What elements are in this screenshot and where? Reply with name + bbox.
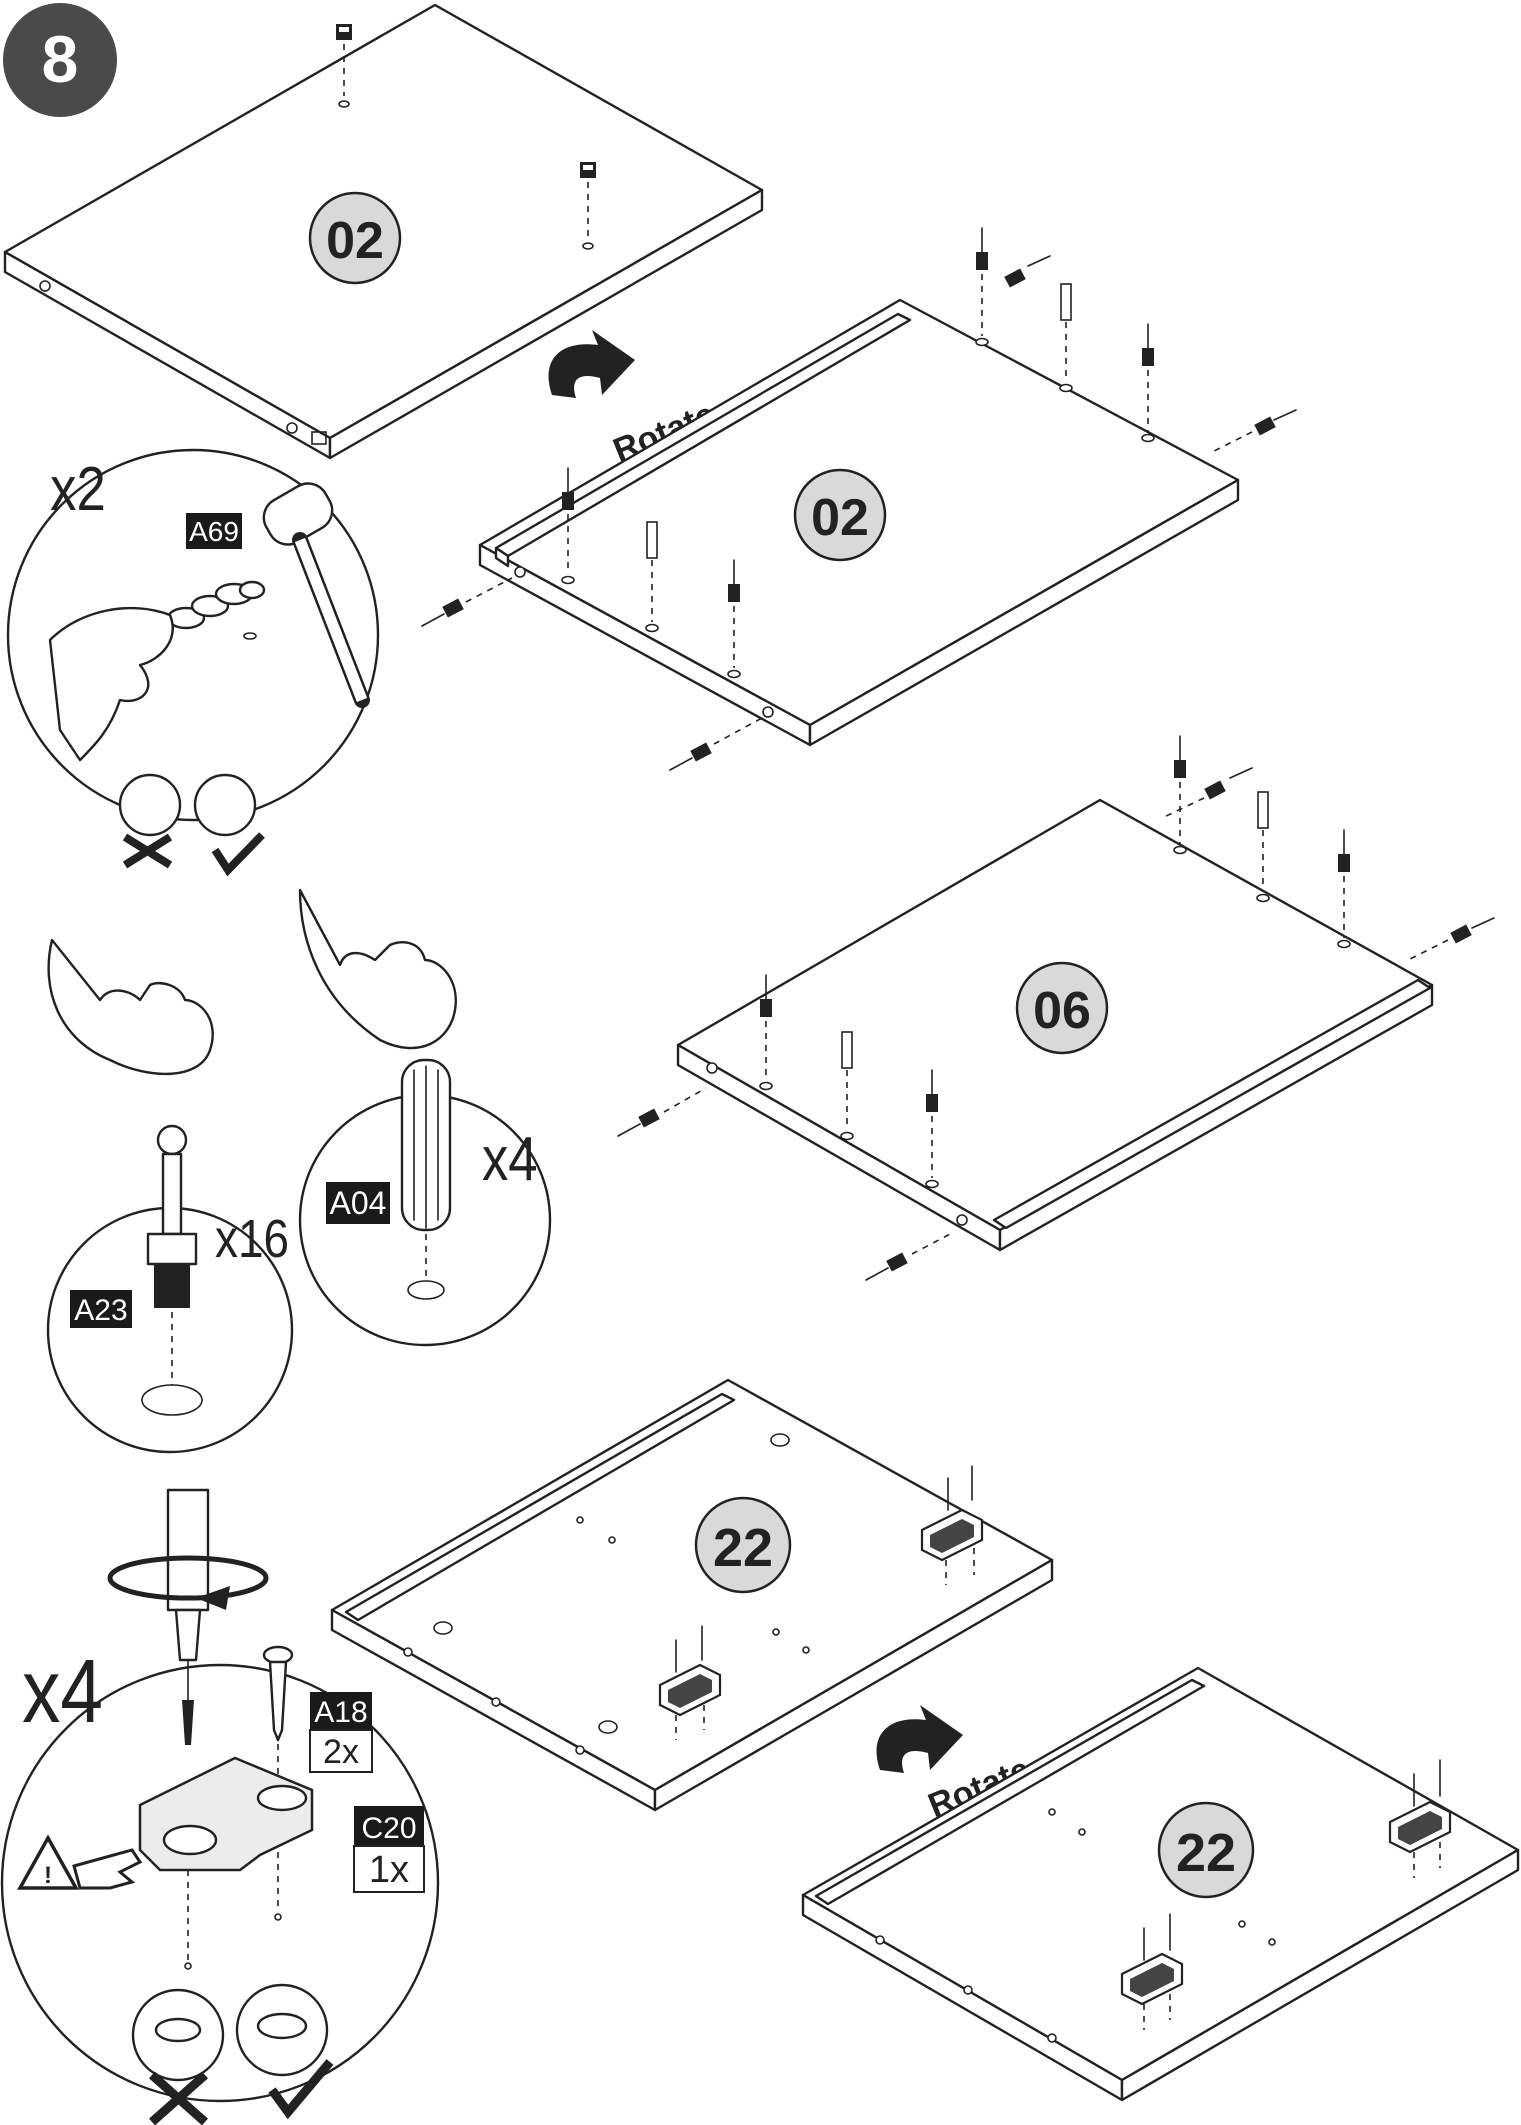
dowel-callout: x4 A04 — [298, 888, 552, 1347]
panel-22-bottom: 22 — [801, 1666, 1520, 2102]
cam-pin-icon — [1337, 829, 1351, 949]
part-tag: C20 1x — [353, 1806, 425, 1893]
panel-number-badge: 22 — [694, 1496, 792, 1594]
hand-icon — [47, 938, 214, 1076]
quantity-label: 2x — [323, 1733, 359, 1771]
panel-number-badge: 22 — [1157, 1801, 1255, 1899]
part-tag-label: A18 — [314, 1696, 367, 1729]
step-badge: 8 — [3, 3, 117, 117]
panel-number: 06 — [1033, 982, 1091, 1040]
dowel-count: x4 — [482, 1125, 538, 1194]
correct-insert-icon — [193, 773, 265, 877]
screwdriver-icon — [166, 1488, 210, 1745]
cam-pin-icon — [1004, 255, 1051, 288]
hand-icon — [298, 888, 457, 1050]
cam-pin-icon — [141, 1124, 203, 1416]
hinge-count: x4 — [22, 1640, 103, 1741]
hinge-callout: x4 A18 2x C20 1x ! — [0, 1488, 440, 2125]
panel-number-badge: 02 — [308, 191, 402, 285]
panel-02-top: 02 — [3, 3, 764, 460]
panel-number: 22 — [1176, 1823, 1236, 1883]
rotation-arrow-icon — [107, 1555, 269, 1610]
part-tag-label: A23 — [74, 1294, 127, 1327]
cam-pin-icon — [925, 1069, 939, 1189]
cam-pin-icon — [727, 559, 741, 679]
dowel-icon — [400, 1058, 452, 1300]
dowel-icon — [1256, 791, 1270, 903]
cam-pin-icon — [1407, 917, 1495, 961]
cam-pin-icon — [759, 974, 773, 1091]
wrong-insert-icon — [118, 773, 182, 869]
step-number: 8 — [42, 22, 79, 96]
part-tag-label: A69 — [189, 516, 239, 547]
part-tag: A04 — [326, 1182, 390, 1224]
cam-pin-icon — [1161, 767, 1253, 819]
part-tag-label: C20 — [361, 1812, 416, 1845]
quantity-label: 1x — [369, 1849, 409, 1891]
part-tag: A23 — [70, 1290, 132, 1328]
cam-pin-count: x16 — [215, 1209, 289, 1269]
dowel-icon — [840, 1031, 854, 1141]
panel-number: 02 — [811, 489, 869, 547]
cam-pin-icon — [669, 717, 763, 771]
cam-pin-icon — [561, 467, 575, 585]
cam-nut-icon — [580, 162, 596, 250]
hinge-plate-icon — [1120, 1913, 1184, 2030]
hammer-count: x2 — [50, 455, 106, 524]
hand-icon — [48, 606, 174, 762]
cam-pin-icon — [617, 1087, 707, 1137]
hammer-callout: x2 A69 — [6, 448, 380, 877]
hinge-plate-icon — [138, 1756, 314, 1970]
cam-pin-icon — [865, 1231, 955, 1281]
panel-number: 22 — [713, 1518, 773, 1578]
cam-pin-icon — [1173, 735, 1187, 855]
panel-number: 02 — [326, 212, 384, 270]
cam-pin-icon — [1211, 409, 1297, 453]
panel-22-top: 22 — [330, 1378, 1054, 1812]
warning-icon: ! — [17, 1834, 143, 1890]
cam-pin-icon — [1141, 323, 1155, 443]
dowel-icon — [645, 521, 659, 633]
hammer-icon — [262, 482, 370, 708]
cam-pin-icon — [421, 577, 513, 627]
panel-number-badge: 02 — [793, 468, 887, 562]
part-tag: A18 2x — [309, 1692, 373, 1773]
dowel-icon — [1059, 283, 1073, 393]
hinge-plate-icon — [1388, 1759, 1452, 1878]
part-tag-label: A04 — [330, 1185, 387, 1221]
panel-number-badge: 06 — [1015, 961, 1109, 1055]
insert-nut-icon — [166, 580, 266, 640]
cam-pin-icon — [975, 227, 989, 347]
correct-hole-icon — [235, 1983, 334, 2120]
panel-06: 06 — [617, 735, 1495, 1281]
cam-nut-icon — [336, 24, 352, 108]
svg-text:!: ! — [44, 1862, 52, 1889]
hinge-plate-icon — [920, 1465, 984, 1585]
wrong-hole-icon — [131, 1988, 225, 2125]
panel-02-rotated: 02 — [421, 227, 1297, 771]
cam-pin-callout: x16 A23 — [46, 938, 294, 1454]
hinge-plate-icon — [658, 1625, 722, 1740]
part-tag: A69 — [186, 513, 242, 549]
